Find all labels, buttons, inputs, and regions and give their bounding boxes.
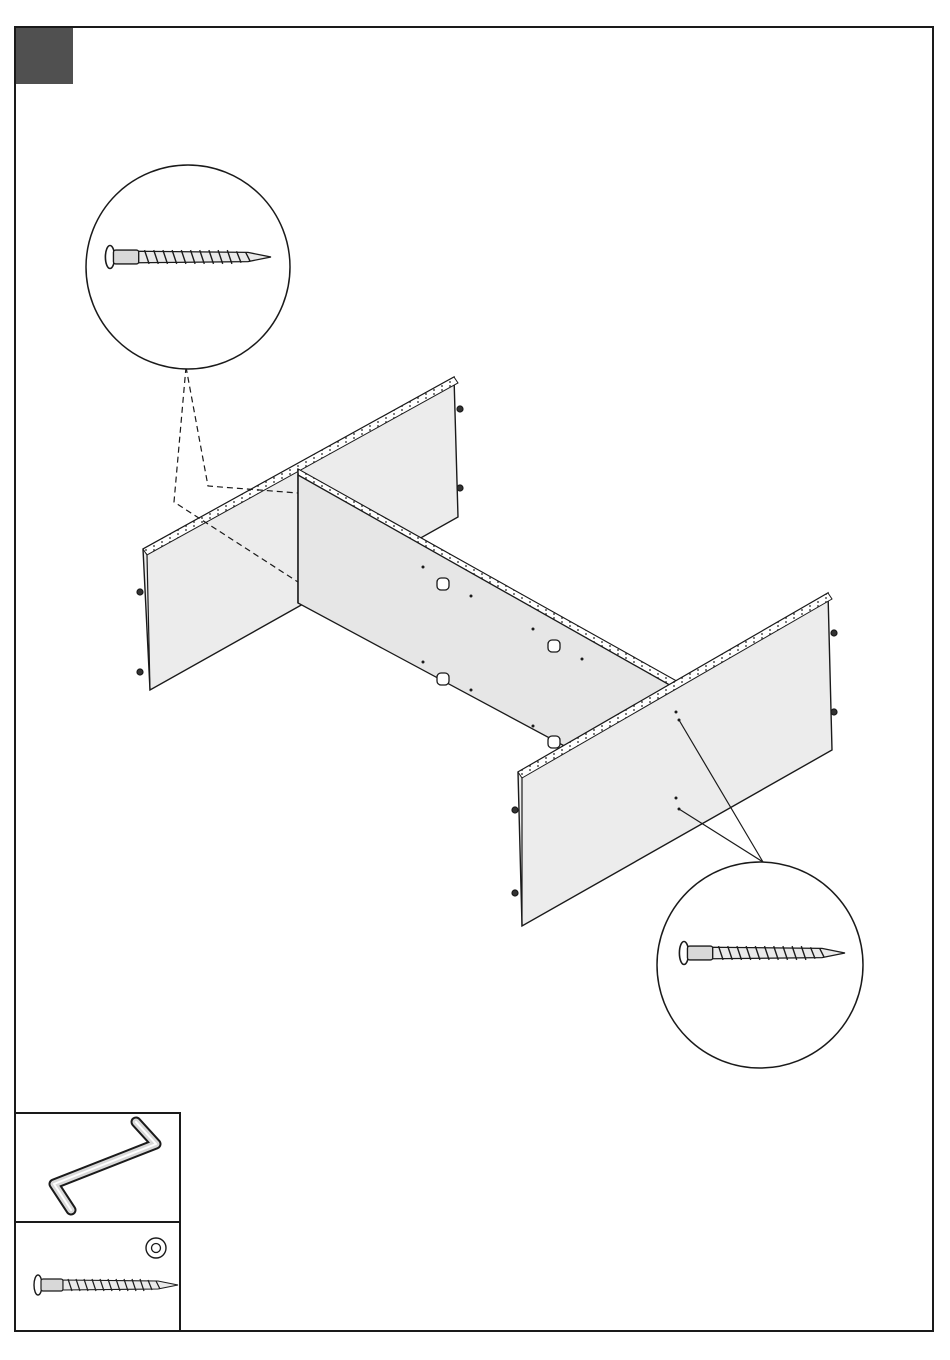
hex-key-icon	[16, 1114, 181, 1225]
screw-icon	[16, 1223, 181, 1334]
parts-box-screw	[16, 1221, 181, 1332]
middle-panel	[298, 469, 680, 749]
screw-detail-top-left	[86, 165, 290, 369]
parts-box-hex-key	[16, 1112, 181, 1223]
screw-detail-bottom-right	[657, 862, 863, 1068]
